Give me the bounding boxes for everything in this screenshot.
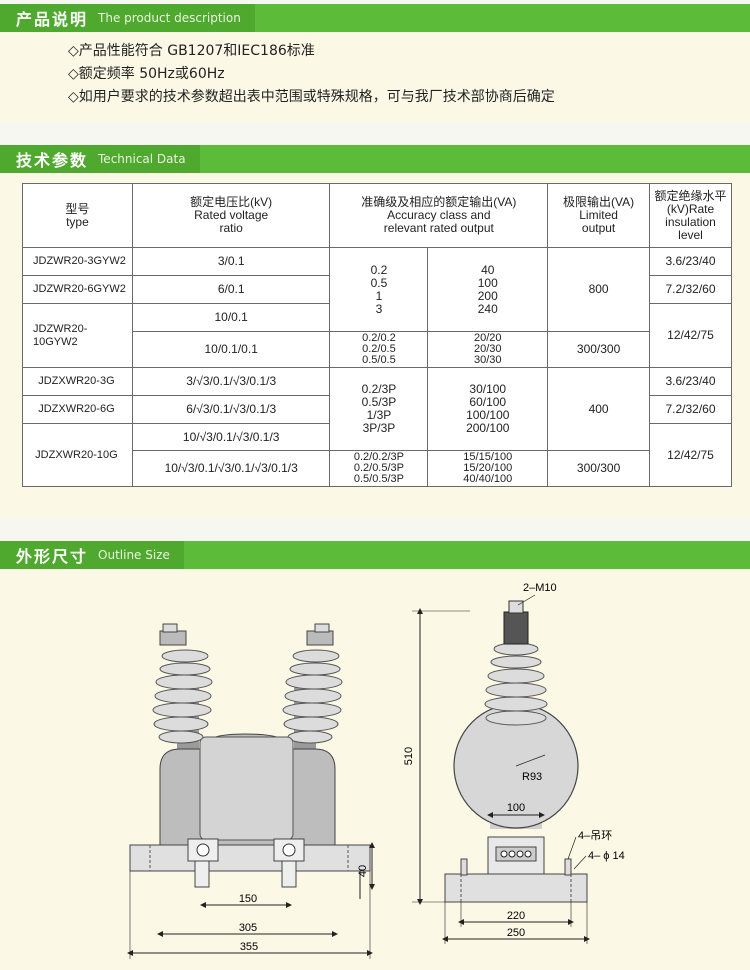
insulation-cell: 7.2/32/60 — [649, 395, 732, 424]
ratio-cell: 10/0.1/0.1 — [131, 331, 331, 368]
insulation-cell: 12/42/75 — [649, 423, 732, 487]
limit-cell: 800 — [547, 247, 651, 332]
dim-40-label: 40 — [357, 865, 369, 877]
description-item: ◇产品性能符合 GB1207和IEC186标准 — [68, 43, 315, 59]
limit-cell: 400 — [547, 367, 651, 451]
r93-label: R93 — [522, 771, 542, 783]
ratio-cell: 6/0.1 — [131, 275, 331, 304]
type-cell: JDZXWR20-6G — [22, 395, 133, 424]
hole-label: 4– ϕ 14 — [588, 850, 625, 862]
dim-305-label: 305 — [239, 922, 257, 934]
ratio-cell: 6/√3/0.1/√3/0.1/3 — [131, 395, 331, 424]
description-header-tab: 产品说明 The product description — [0, 4, 255, 32]
type-cell: JDZWR20-3GYW2 — [22, 247, 133, 276]
ratio-cell: 10/√3/0.1/√3/0.1/3 — [131, 423, 331, 451]
description-header: 产品说明 The product description — [0, 4, 750, 32]
limit-cell: 300/300 — [547, 331, 651, 368]
technical-header-tab: 技术参数 Technical Data — [0, 145, 200, 173]
side-view: 2–M10 R93 100 4–吊环 4– ϕ 14 510 220 250 — [403, 582, 625, 944]
description-list: ◇产品性能符合 GB1207和IEC186标准 ◇额定频率 50Hz或60Hz … — [68, 40, 555, 109]
table-row: JDZWR20-6GYW2 6/0.1 7.2/32/60 — [22, 275, 732, 304]
ratio-cell: 3/√3/0.1/√3/0.1/3 — [131, 367, 331, 396]
ring-label: 4–吊环 — [578, 829, 612, 842]
dim-100-label: 100 — [507, 802, 525, 814]
table-row: JDZXWR20-10G 10/√3/0.1/√3/0.1/3 12/42/75 — [22, 423, 732, 487]
dim-220-label: 220 — [507, 910, 525, 922]
front-view: 150 305 355 40 — [127, 623, 375, 959]
insulation-cell: 3.6/23/40 — [649, 367, 732, 396]
left-insulator — [152, 623, 213, 766]
technical-header: 技术参数 Technical Data — [0, 145, 750, 173]
type-cell: JDZXWR20-10G — [22, 423, 133, 487]
outline-panel — [0, 569, 750, 970]
ratio-cell: 10/√3/0.1/√3/0.1/√3/0.1/3 — [131, 450, 331, 487]
dim-510-label: 510 — [403, 747, 415, 765]
dim-250-label: 250 — [507, 927, 525, 939]
insulation-cell: 3.6/23/40 — [649, 247, 732, 276]
insulation-cell: 12/42/75 — [649, 303, 732, 368]
type-cell: JDZWR20-10GYW2 — [22, 303, 133, 368]
description-panel: ◇产品性能符合 GB1207和IEC186标准 ◇额定频率 50Hz或60Hz … — [0, 32, 750, 122]
description-title-en: The product description — [98, 11, 241, 25]
technical-title-cn: 技术参数 — [16, 151, 89, 170]
dim-150-label: 150 — [239, 893, 257, 905]
limit-cell: 300/300 — [547, 450, 651, 487]
table-row: JDZWR20-10GYW2 10/0.1 12/42/75 — [22, 303, 732, 368]
type-cell: JDZXWR20-3G — [22, 367, 133, 396]
description-title-cn: 产品说明 — [16, 10, 89, 29]
ratio-cell: 3/0.1 — [131, 247, 331, 276]
description-item: ◇额定频率 50Hz或60Hz — [68, 66, 225, 82]
description-item: ◇如用户要求的技术参数超出表中范围或特殊规格，可与我厂技术部协商后确定 — [68, 89, 555, 105]
outline-drawing: 150 305 355 40 — [127, 582, 625, 959]
technical-title-en: Technical Data — [98, 152, 186, 166]
outline-header: 外形尺寸 Outline Size — [0, 541, 750, 569]
dim-355-label: 355 — [240, 941, 258, 953]
m10-label: 2–M10 — [523, 582, 557, 594]
ratio-cell: 10/0.1 — [131, 303, 331, 332]
insulation-cell: 7.2/32/60 — [649, 275, 732, 304]
right-insulator — [282, 623, 343, 766]
outline-header-tab: 外形尺寸 Outline Size — [0, 541, 184, 569]
type-cell: JDZWR20-6GYW2 — [22, 275, 133, 304]
outline-title-cn: 外形尺寸 — [16, 547, 89, 566]
outline-title-en: Outline Size — [98, 548, 170, 562]
